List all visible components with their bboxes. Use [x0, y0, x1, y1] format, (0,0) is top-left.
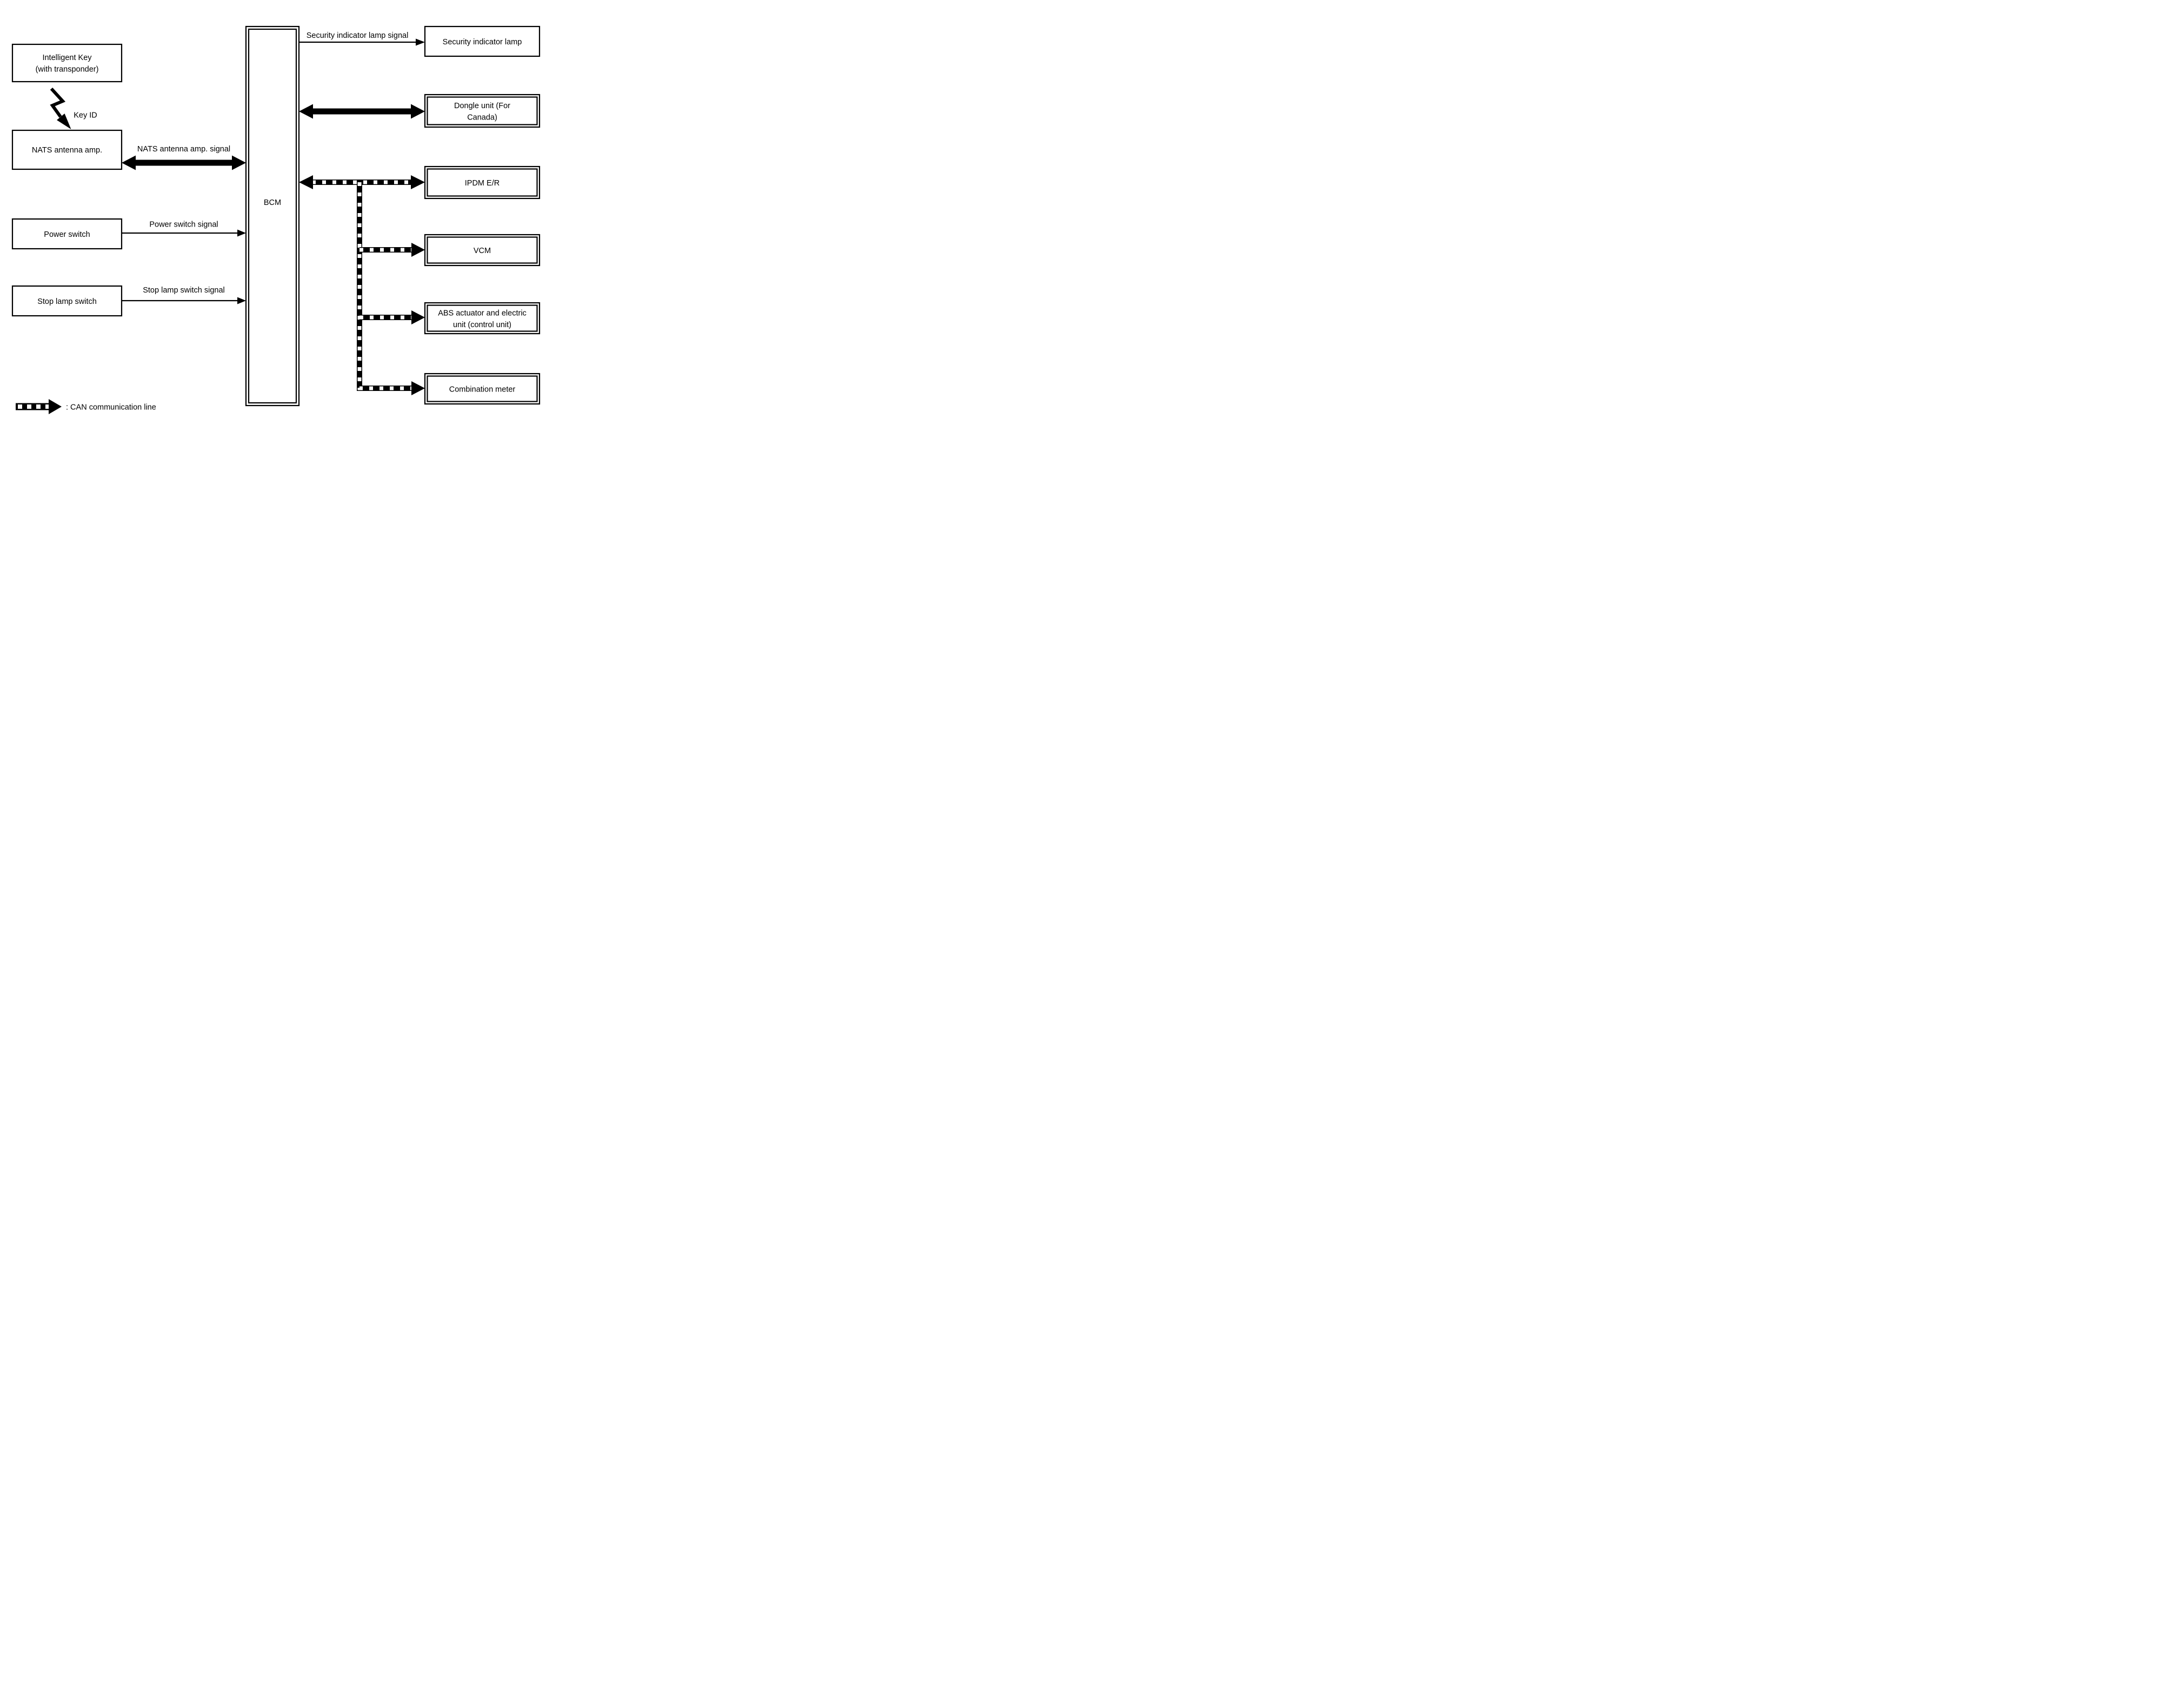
security-signal-arrowhead-icon — [416, 38, 425, 46]
node-bcm: BCM — [245, 25, 300, 407]
security-indicator-lamp-label: Security indicator lamp — [443, 38, 522, 47]
diagram-canvas: Intelligent Key (with transponder) NATS … — [11, 25, 541, 414]
dongle-unit-label-line2: Canada) — [467, 114, 497, 122]
power-switch-signal-arrow: Power switch signal — [122, 221, 246, 237]
nats-antenna-amp-box — [11, 129, 123, 170]
ipdm-er-box-inner — [427, 168, 538, 197]
intelligent-key-box — [11, 43, 123, 83]
node-abs-actuator: ABS actuator and electric unit (control … — [424, 302, 541, 335]
node-power-switch: Power switch — [11, 218, 123, 250]
stop-signal-label: Stop lamp switch signal — [143, 286, 225, 295]
nats-arrowhead-right-icon — [232, 155, 246, 170]
node-intelligent-key: Intelligent Key (with transponder) — [11, 43, 123, 83]
can-abs-arrowhead-icon — [411, 310, 425, 324]
stop-signal-arrowhead-icon — [237, 297, 246, 304]
combination-meter-label: Combination meter — [449, 386, 516, 394]
node-nats-antenna-amp: NATS antenna amp. — [11, 129, 123, 170]
stop-lamp-switch-box — [11, 285, 123, 317]
can-trunk-vertical — [357, 182, 425, 395]
can-combination-meter-arrowhead-icon — [411, 381, 425, 395]
dongle-unit-box-inner — [427, 96, 538, 125]
power-signal-arrowhead-icon — [237, 229, 246, 237]
vcm-box-inner — [427, 236, 538, 264]
abs-actuator-label-line1: ABS actuator and electric — [438, 309, 527, 318]
node-vcm: VCM — [424, 234, 541, 267]
dongle-arrowhead-left-icon — [299, 104, 313, 119]
can-branch-vcm — [359, 243, 425, 257]
abs-actuator-box-inner — [427, 304, 538, 332]
legend-can-label: : CAN communication line — [66, 403, 156, 412]
can-ipdm-arrowhead-right-icon — [411, 175, 425, 189]
node-combination-meter: Combination meter — [424, 373, 541, 405]
key-id-label: Key ID — [74, 111, 97, 120]
nats-signal-label: NATS antenna amp. signal — [137, 145, 230, 154]
lightning-arrowhead-icon — [57, 114, 71, 129]
nats-bcm-block-diagram: Intelligent Key (with transponder) NATS … — [0, 0, 546, 425]
can-ipdm-arrowhead-left-icon — [299, 175, 313, 189]
nats-antenna-amp-label: NATS antenna amp. — [32, 146, 102, 155]
dongle-arrowhead-right-icon — [411, 104, 425, 119]
key-id-arrow: Key ID — [50, 87, 97, 129]
intelligent-key-label-line2: (with transponder) — [36, 65, 99, 74]
lightning-bolt-icon — [50, 87, 66, 118]
node-dongle-unit: Dongle unit (For Canada) — [424, 94, 541, 128]
security-signal-label: Security indicator lamp signal — [307, 31, 409, 40]
legend-can-line: : CAN communication line — [16, 399, 156, 414]
legend-arrowhead-icon — [49, 399, 62, 414]
combination-meter-box-inner — [427, 375, 538, 402]
ipdm-er-label: IPDM E/R — [465, 179, 500, 188]
power-switch-label: Power switch — [44, 230, 90, 239]
nats-antenna-amp-signal-arrow: NATS antenna amp. signal — [122, 145, 246, 170]
vcm-label: VCM — [474, 247, 491, 255]
bcm-box-inner — [248, 28, 297, 404]
nats-arrowhead-left-icon — [122, 155, 136, 170]
stop-lamp-switch-label: Stop lamp switch — [37, 297, 97, 306]
node-stop-lamp-switch: Stop lamp switch — [11, 285, 123, 317]
power-signal-label: Power switch signal — [149, 221, 218, 229]
node-security-indicator-lamp: Security indicator lamp — [424, 25, 541, 57]
security-indicator-lamp-signal-arrow: Security indicator lamp signal — [299, 31, 425, 46]
dongle-unit-arrow — [299, 104, 425, 119]
bcm-label: BCM — [264, 198, 281, 207]
security-indicator-lamp-box — [424, 25, 541, 57]
can-vcm-arrowhead-icon — [411, 243, 425, 257]
intelligent-key-label-line1: Intelligent Key — [42, 54, 92, 62]
stop-lamp-switch-signal-arrow: Stop lamp switch signal — [122, 286, 246, 304]
dongle-unit-label-line1: Dongle unit (For — [454, 102, 510, 110]
node-ipdm-er: IPDM E/R — [424, 165, 541, 200]
abs-actuator-label-line2: unit (control unit) — [453, 321, 511, 329]
can-trunk-stripes — [357, 182, 412, 390]
can-trunk-shaft — [357, 182, 412, 391]
power-switch-box — [11, 218, 123, 250]
can-branch-abs — [359, 310, 425, 324]
